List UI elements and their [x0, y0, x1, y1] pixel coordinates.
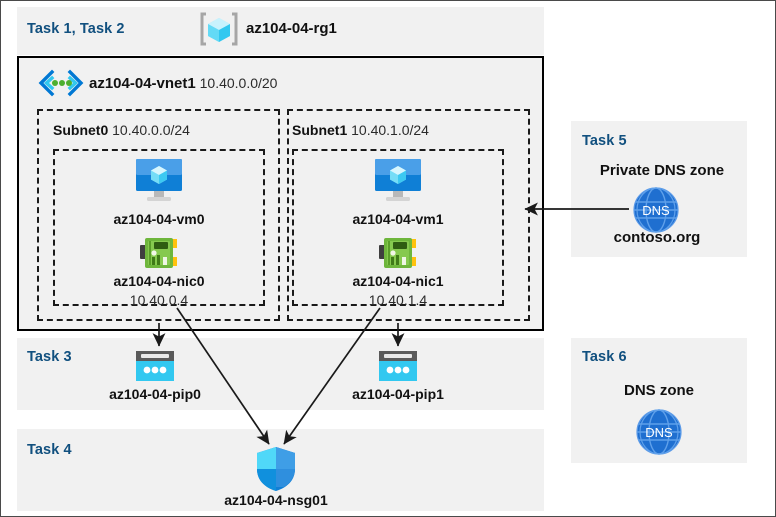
vnet-header: az104-04-vnet1 10.40.0.0/20	[89, 75, 277, 92]
network-interface-icon	[378, 235, 418, 273]
task-label-4: Task 4	[27, 442, 72, 458]
vnet-name: az104-04-vnet1	[89, 75, 196, 92]
private-dns-zone-name: contoso.org	[613, 229, 701, 246]
network-security-group-icon	[254, 445, 298, 493]
subnet0-box	[37, 109, 280, 321]
subnet1-name: Subnet1	[292, 122, 348, 138]
nic0-label: az104-04-nic0	[113, 273, 205, 289]
resource-group-name: az104-04-rg1	[246, 20, 337, 37]
vm1-label: az104-04-vm1	[352, 211, 444, 227]
nic1-label: az104-04-nic1	[352, 273, 444, 289]
dns-zone-icon: DNS	[632, 186, 680, 234]
dns-zone-heading: DNS zone	[623, 382, 695, 399]
svg-text:DNS: DNS	[642, 203, 670, 218]
subnet1-cidr: 10.40.1.0/24	[351, 122, 429, 138]
public-ip-address-icon	[135, 350, 175, 382]
svg-text:DNS: DNS	[645, 425, 673, 440]
subnet1-header: Subnet1 10.40.1.0/24	[292, 122, 429, 138]
virtual-network-box	[17, 56, 544, 331]
task-label-1-2: Task 1, Task 2	[27, 21, 125, 37]
task3-panel	[17, 338, 544, 410]
virtual-network-icon	[37, 69, 85, 97]
pip0-label: az104-04-pip0	[109, 386, 201, 402]
pip1-label: az104-04-pip1	[352, 386, 444, 402]
nic1-ip: 10.40.1.4	[368, 292, 428, 308]
subnet1-vm-group	[292, 149, 504, 306]
task-label-6: Task 6	[582, 349, 627, 365]
network-interface-icon	[139, 235, 179, 273]
resource-group-icon	[199, 9, 239, 49]
task-label-3: Task 3	[27, 349, 72, 365]
public-ip-address-icon	[378, 350, 418, 382]
subnet0-header: Subnet0 10.40.0.0/24	[53, 122, 190, 138]
resource-group-panel	[17, 7, 544, 55]
dns-zone-icon: DNS	[635, 408, 683, 456]
virtual-machine-icon	[373, 157, 423, 205]
subnet0-name: Subnet0	[53, 122, 109, 138]
task-label-5: Task 5	[582, 133, 627, 149]
vnet-cidr: 10.40.0.0/20	[199, 75, 278, 91]
subnet0-vm-group	[53, 149, 265, 306]
nic0-ip: 10.40.0.4	[129, 292, 189, 308]
private-dns-zone-heading: Private DNS zone	[599, 162, 725, 179]
subnet0-cidr: 10.40.0.0/24	[112, 122, 190, 138]
virtual-machine-icon	[134, 157, 184, 205]
nsg-label: az104-04-nsg01	[224, 492, 328, 508]
vm0-label: az104-04-vm0	[113, 211, 205, 227]
